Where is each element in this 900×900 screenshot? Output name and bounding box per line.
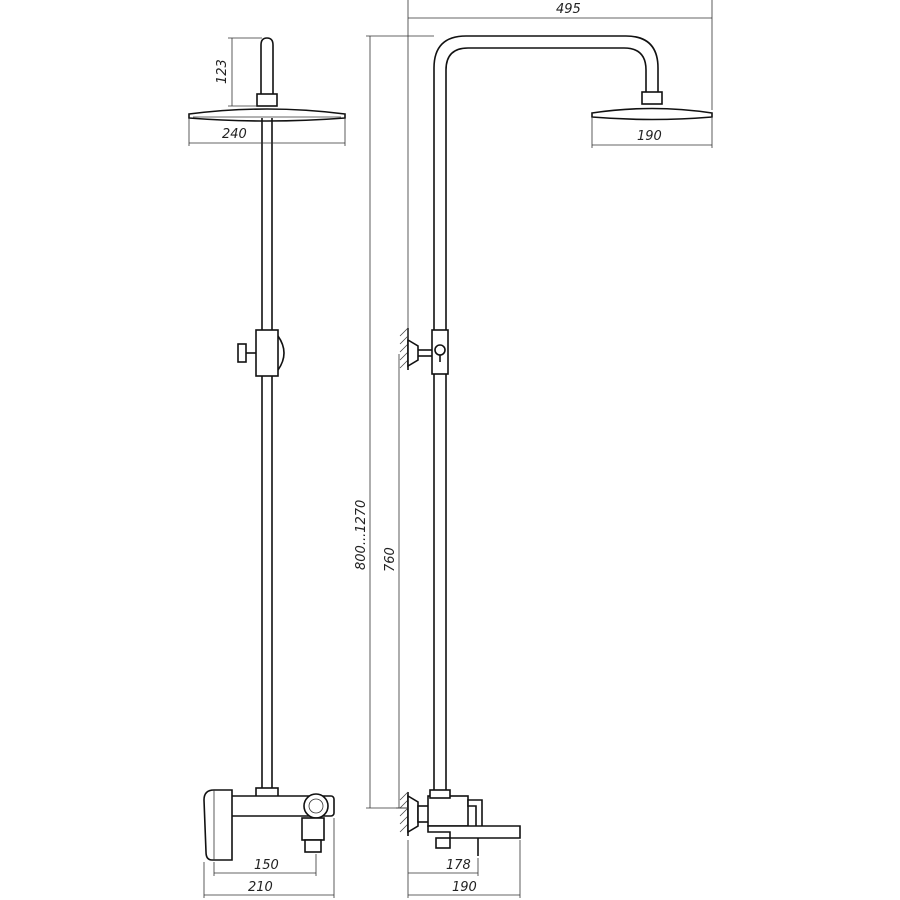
side-wall-mixer-hatch (399, 791, 409, 836)
dim-front-head-height: 123 (215, 59, 230, 84)
side-view: 495 190 800...1270 760 178 190 (354, 0, 713, 898)
front-view: 123 240 150 210 (188, 37, 346, 898)
dim-side-height-range: 800...1270 (354, 500, 369, 570)
front-dimensions (188, 37, 346, 898)
side-rain-shower-head (591, 91, 713, 121)
dim-front-head-width: 240 (222, 127, 247, 142)
side-dimensions (366, 0, 713, 898)
dim-side-spout-reach: 178 (446, 858, 471, 873)
dim-side-mixer-height: 760 (383, 547, 398, 572)
front-shower-arm (256, 37, 278, 107)
dim-side-mixer-depth: 190 (452, 880, 477, 895)
dim-front-mixer-spacing: 150 (254, 858, 279, 873)
dim-side-head-width: 190 (637, 129, 662, 144)
side-mixer-body (407, 789, 521, 856)
front-slider-bracket (237, 329, 285, 377)
side-slider-bracket (407, 329, 449, 375)
front-rain-shower-head (188, 108, 346, 122)
side-riser-and-arm (433, 35, 659, 790)
side-wall-bracket-hatch (399, 327, 409, 370)
front-riser-pipe (261, 118, 273, 788)
front-mixer-body (203, 787, 335, 861)
dim-front-mixer-width: 210 (248, 880, 273, 895)
dim-side-overall-reach: 495 (556, 2, 581, 17)
